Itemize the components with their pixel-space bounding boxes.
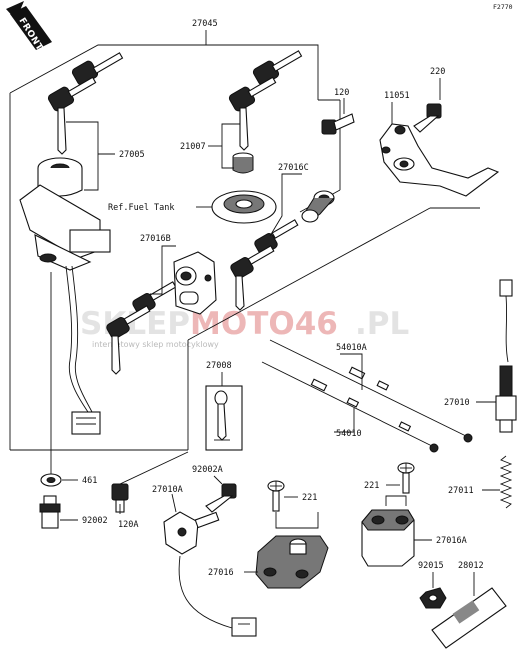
label-28012: 28012 [458, 561, 484, 571]
leader-120a [119, 451, 189, 485]
label-461: 461 [82, 476, 97, 486]
label-27005: 27005 [119, 150, 145, 160]
front-arrow-icon: FRONT [6, 1, 52, 53]
label-27016a: 27016A [436, 536, 467, 546]
leader-54010 [334, 408, 355, 433]
cable-54010a [269, 339, 473, 443]
label-92002: 92002 [82, 516, 108, 526]
key-blank-27008 [205, 385, 243, 451]
watermark-brand-mid: MOTO46 [190, 306, 338, 342]
bolt-120 [321, 113, 355, 135]
key-icon-mid-2 [228, 76, 277, 151]
bolt-220 [413, 103, 442, 133]
label-54010a: 54010A [336, 343, 367, 353]
wire-harness [65, 265, 101, 435]
bracket-27016 [255, 535, 329, 589]
key-icon-left-1 [71, 52, 124, 86]
nut-92015 [419, 587, 447, 609]
bolt-92002a [205, 483, 237, 513]
label-120: 120 [334, 88, 349, 98]
leader-54010a [340, 353, 363, 390]
block-27016a [361, 509, 415, 567]
label-92015: 92015 [418, 561, 444, 571]
label-27016b: 27016B [140, 234, 171, 244]
leader-92002a [213, 475, 223, 485]
label-92002a: 92002A [192, 465, 223, 475]
screw-221-left [267, 480, 285, 512]
watermark-brand-right: .PL [355, 306, 409, 342]
label-27010a: 27010A [152, 485, 183, 495]
figure-code: F2770 [493, 3, 513, 11]
label-27016: 27016 [208, 568, 234, 578]
label-11051: 11051 [384, 91, 410, 101]
key-icon-left-2 [47, 76, 97, 155]
lock-cylinder-27016c [301, 190, 335, 223]
key-icon-27016b-2 [106, 305, 151, 375]
leader-27010a [171, 493, 177, 513]
switch-27010 [495, 279, 517, 433]
watermark-tagline: internetowy sklep motocyklowy [92, 340, 219, 349]
fuel-cap-lock-21007 [232, 152, 254, 174]
label-27011: 27011 [448, 486, 474, 496]
label-221-right: 221 [364, 481, 379, 491]
leader-27005 [66, 121, 115, 191]
bolt-92002 [39, 495, 61, 529]
leader-27016 [275, 512, 319, 529]
label-27045: 27045 [192, 19, 218, 29]
ignition-switch-body [19, 157, 111, 271]
label-220: 220 [430, 67, 445, 77]
washer-461 [40, 473, 62, 487]
watermark: SKLEP MOTO46 .PL internetowy sklep motoc… [80, 306, 409, 349]
label-27010: 27010 [444, 398, 470, 408]
label-21007: 21007 [180, 142, 206, 152]
lock-27016b [173, 251, 217, 315]
label-221-left: 221 [302, 493, 317, 503]
bracket-11051 [379, 123, 500, 197]
leader-27016c [269, 173, 302, 237]
key-icon-mid-1 [252, 50, 303, 86]
cable-54010 [261, 361, 439, 453]
screw-221-right [397, 462, 415, 494]
label-ref-fuel-tank: Ref.Fuel Tank [108, 203, 175, 213]
label-120a: 120A [118, 520, 138, 530]
switch-27010a [163, 511, 257, 637]
spring-27011 [499, 455, 513, 509]
label-27016c: 27016C [278, 163, 309, 173]
leader-27016b [150, 245, 176, 295]
label-54010: 54010 [336, 429, 362, 439]
watermark-brand-left: SKLEP [80, 306, 190, 342]
label-plate-28012 [431, 587, 507, 649]
key-icon-27016b-1 [132, 281, 177, 315]
key-icon-27016c-1 [254, 219, 299, 255]
assembly-outline-27045 [9, 30, 480, 451]
fuel-tank-cap [211, 190, 277, 224]
label-27008: 27008 [206, 361, 232, 371]
key-icon-27016c-2 [230, 245, 275, 311]
leader-27016a-top [385, 495, 407, 506]
